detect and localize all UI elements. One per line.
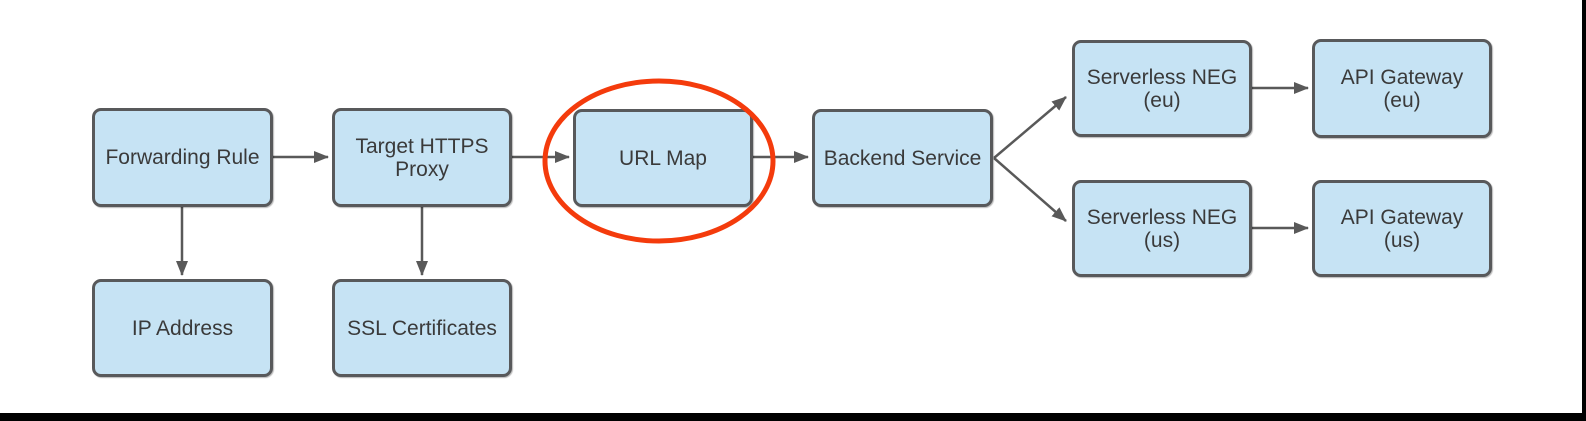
node-ip-address: IP Address <box>92 279 273 377</box>
node-target-https-proxy: Target HTTPS Proxy <box>332 108 512 207</box>
node-label: (us) <box>1143 228 1181 252</box>
node-url-map: URL Map <box>573 109 753 207</box>
node-label: API Gateway <box>1340 65 1464 89</box>
node-label: URL Map <box>619 146 707 170</box>
node-label: (eu) <box>1383 88 1421 112</box>
node-label: Serverless NEG <box>1086 65 1238 89</box>
node-forwarding-rule: Forwarding Rule <box>92 108 273 207</box>
node-label: API Gateway <box>1340 205 1464 229</box>
arrow-backend-service-to-serverless-neg-us <box>993 157 1067 222</box>
node-serverless-neg-eu: Serverless NEG (eu) <box>1072 40 1252 137</box>
node-label: Serverless NEG <box>1086 205 1238 229</box>
node-label: (eu) <box>1143 88 1181 112</box>
node-backend-service: Backend Service <box>812 109 993 207</box>
frame-right-edge <box>1582 0 1586 421</box>
node-label: Target HTTPS <box>355 134 489 158</box>
arrow-backend-service-to-serverless-neg-eu <box>993 96 1067 159</box>
node-label: IP Address <box>131 316 234 340</box>
frame-bottom-edge <box>0 413 1586 421</box>
node-api-gateway-eu: API Gateway (eu) <box>1312 39 1492 138</box>
node-serverless-neg-us: Serverless NEG (us) <box>1072 180 1252 277</box>
node-label: Backend Service <box>823 146 982 170</box>
node-label: Forwarding Rule <box>105 146 260 169</box>
node-api-gateway-us: API Gateway (us) <box>1312 180 1492 277</box>
node-label: (us) <box>1383 228 1421 252</box>
node-ssl-certificates: SSL Certificates <box>332 279 512 377</box>
node-label: SSL Certificates <box>347 316 497 340</box>
node-label: Proxy <box>395 157 449 181</box>
